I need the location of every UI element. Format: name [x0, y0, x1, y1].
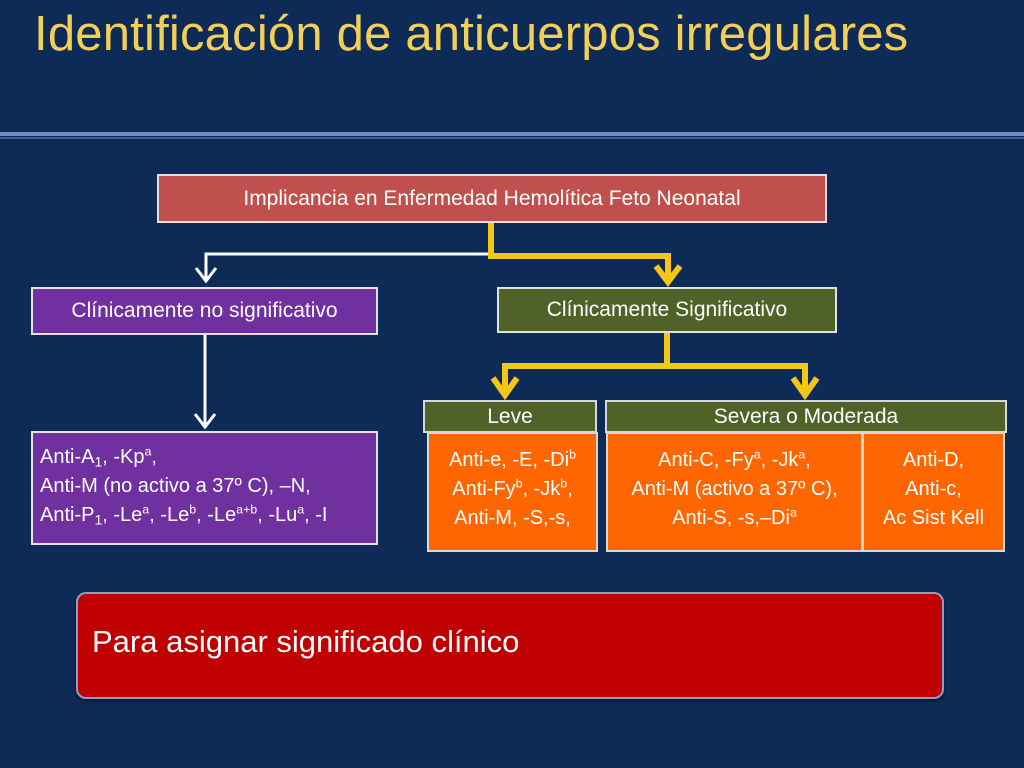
- antibody-text: Anti-A: [40, 446, 95, 468]
- antibody-text: , -Lu: [257, 504, 298, 526]
- superscript: a: [798, 447, 806, 462]
- antibody-text: Anti-M, -S,-s,: [454, 507, 571, 529]
- superscript: a+b: [236, 502, 258, 517]
- antibody-text: Ac Sist Kell: [882, 507, 985, 529]
- yellow-arrowhead-top: [653, 264, 683, 287]
- not-significant-antibody-list: Anti-A1, -Kpa,Anti-M (no activo a 37º C)…: [31, 431, 378, 545]
- severa-antibody-list: Anti-C, -Fya, -Jka,Anti-M (activo a 37º …: [606, 432, 863, 552]
- antibody-line: Anti-P1, -Lea, -Leb, -Lea+b, -Lua, -I: [40, 501, 376, 530]
- antibody-text: , -Kp: [102, 446, 145, 468]
- antibody-line: Ac Sist Kell: [864, 504, 1003, 533]
- superscript: a: [142, 502, 150, 517]
- superscript: b: [560, 476, 568, 491]
- severa-antibody-list-2: Anti-D, Anti-c, Ac Sist Kell: [862, 432, 1005, 552]
- white-arrowhead-down: [193, 413, 217, 430]
- antibody-text: Anti-e, -E, -Di: [449, 449, 570, 471]
- superscript: a: [753, 447, 761, 462]
- slide-title: Identificación de anticuerpos irregulare…: [34, 7, 909, 61]
- superscript: b: [515, 476, 523, 491]
- antibody-text: Anti-D,: [902, 449, 965, 471]
- root-box: Implicancia en Enfermedad Hemolítica Fet…: [157, 174, 827, 223]
- antibody-line: Anti-A1, -Kpa,: [40, 443, 376, 472]
- subscript: 1: [94, 511, 103, 528]
- antibody-text: ,: [151, 446, 157, 468]
- antibody-line: Anti-M (no activo a 37º C), –N,: [40, 472, 376, 501]
- title-divider: [0, 132, 1024, 136]
- yellow-connector-split: [502, 333, 670, 390]
- significant-box: Clínicamente Significativo: [497, 287, 837, 333]
- superscript: a: [144, 444, 152, 459]
- antibody-text: , -Le: [196, 504, 237, 526]
- white-connector-top: [204, 252, 490, 278]
- antibody-text: Anti-C, -Fy: [658, 449, 754, 471]
- yellow-connector-right: [667, 363, 808, 390]
- subscript: 1: [94, 453, 103, 470]
- yellow-arrowhead-leve: [490, 376, 520, 401]
- antibody-text: , -Le: [149, 504, 190, 526]
- antibody-text: Anti-S, -s,–Di: [672, 507, 790, 529]
- antibody-line: Anti-S, -s,–Dia: [608, 504, 861, 533]
- antibody-text: Anti-Fy: [452, 478, 516, 500]
- clinical-significance-banner: Para asignar significado clínico: [76, 592, 944, 699]
- superscript: b: [569, 447, 576, 462]
- antibody-text: , -I: [304, 504, 328, 526]
- antibody-line: Anti-M (activo a 37º C),: [608, 475, 861, 504]
- antibody-line: Anti-M, -S,-s,: [429, 504, 596, 533]
- antibody-line: Anti-c,: [864, 475, 1003, 504]
- banner-text: Para asignar significado clínico: [92, 624, 520, 659]
- antibody-line: Anti-e, -E, -Dib: [429, 446, 596, 475]
- superscript: a: [789, 505, 797, 520]
- antibody-text: , -Jk: [760, 449, 799, 471]
- superscript: b: [189, 502, 197, 517]
- antibody-line: Anti-Fyb, -Jkb,: [429, 475, 596, 504]
- antibody-text: Anti-c,: [905, 478, 962, 500]
- not-significant-box: Clínicamente no significativo: [31, 287, 378, 335]
- antibody-text: Anti-M (activo a 37º C),: [631, 478, 838, 500]
- white-arrowhead-top: [194, 267, 218, 284]
- antibody-line: Anti-D,: [864, 446, 1003, 475]
- antibody-text: , -Le: [102, 504, 143, 526]
- severa-header: Severa o Moderada: [605, 400, 1007, 433]
- antibody-text: Anti-M (no activo a 37º C), –N,: [40, 475, 311, 497]
- yellow-connector-top: [488, 223, 671, 280]
- antibody-text: ,: [567, 478, 573, 500]
- leve-header: Leve: [423, 400, 597, 433]
- antibody-text: ,: [805, 449, 811, 471]
- title-divider-shadow: [0, 137, 1024, 139]
- superscript: a: [297, 502, 305, 517]
- yellow-arrowhead-severa: [790, 376, 820, 401]
- antibody-line: Anti-C, -Fya, -Jka,: [608, 446, 861, 475]
- antibody-text: Anti-P: [40, 504, 95, 526]
- antibody-text: , -Jk: [522, 478, 561, 500]
